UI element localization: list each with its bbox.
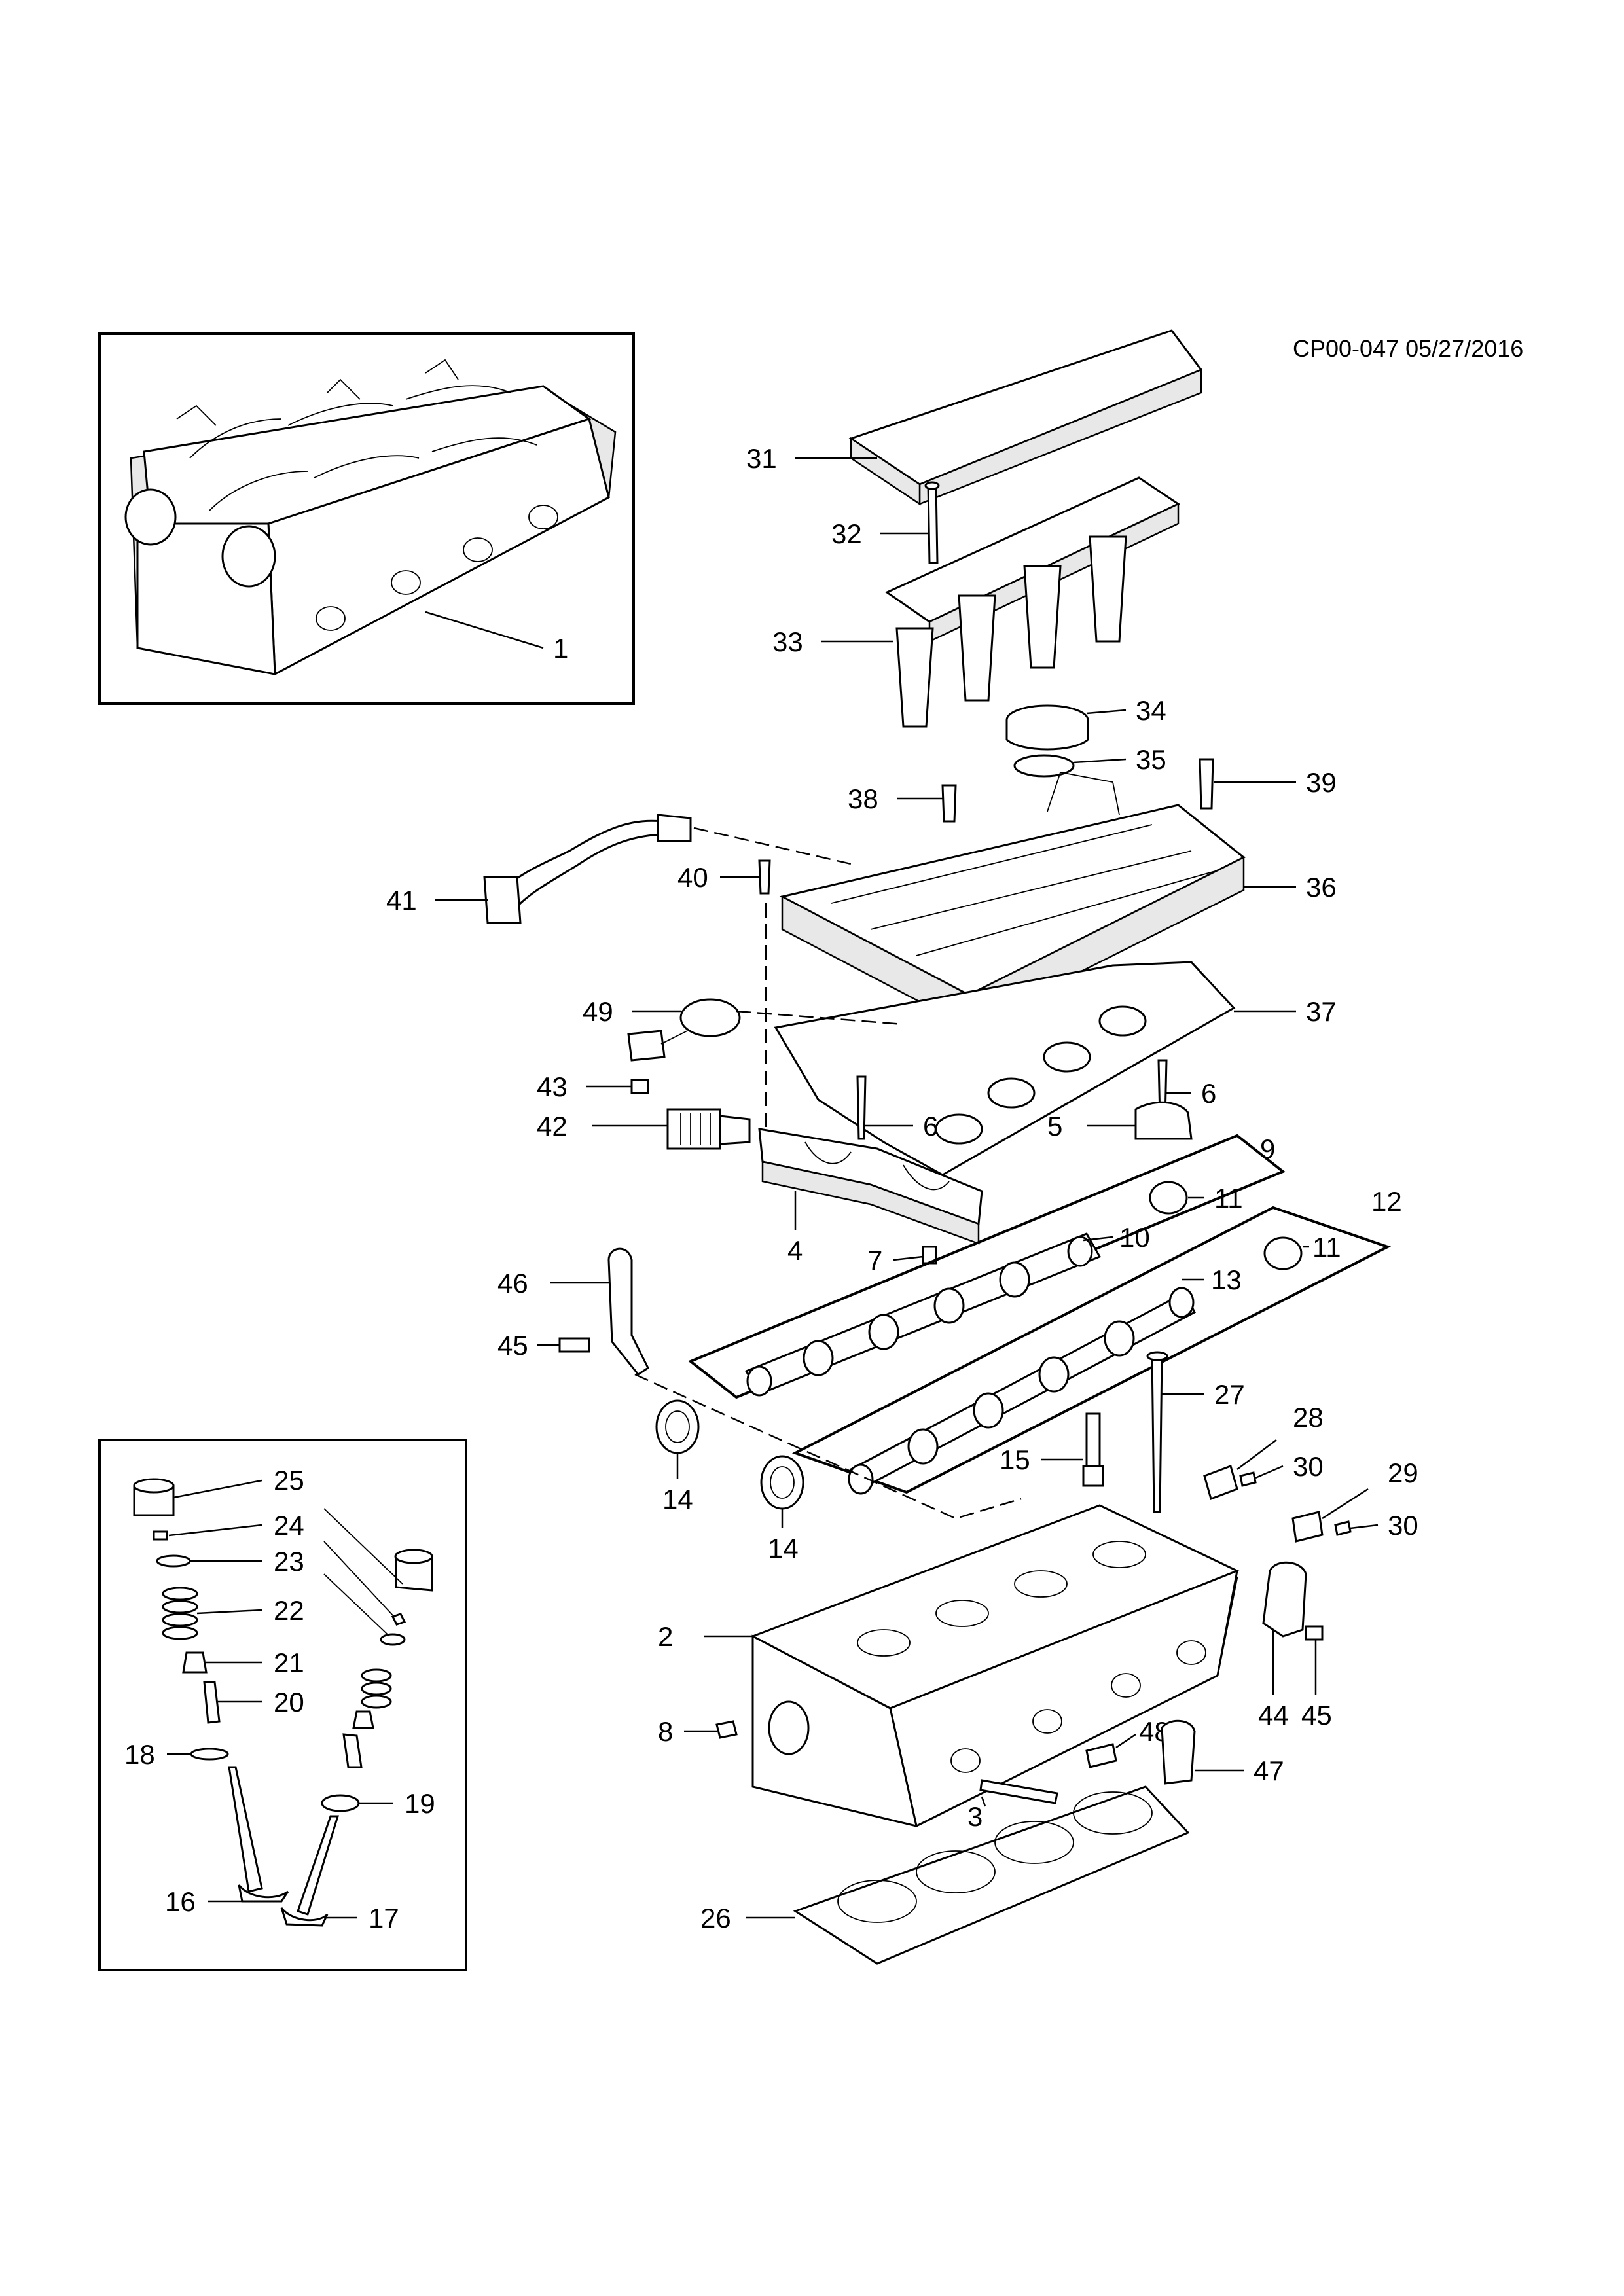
camshaft-cover-gasket [774,961,1236,1176]
callout-34: 34 [1136,695,1166,726]
callout-11-top: 11 [1214,1183,1243,1213]
spark-plug [1082,1412,1104,1487]
callout-31: 31 [746,443,777,474]
callout-20: 20 [274,1687,304,1717]
callout-42: 42 [537,1111,568,1141]
callout-14-left: 14 [662,1484,693,1515]
oil-control-solenoid [666,1108,751,1150]
assembled-cylinder-head-illustration [124,359,617,676]
callout-9: 9 [1260,1134,1275,1164]
sensor-29 [1291,1511,1324,1543]
head-bolt [1151,1354,1163,1513]
callout-32: 32 [831,518,862,549]
callout-39: 39 [1306,767,1337,798]
valvetrain-inset-box [98,1439,467,1971]
bolt-6-left [856,1075,867,1140]
oil-filler-cap [1005,704,1089,751]
callout-40: 40 [677,862,708,893]
callout-38: 38 [848,783,878,814]
bolt-45-left [558,1337,590,1353]
callout-25: 25 [274,1465,304,1496]
leader-1 [425,611,544,649]
bolt-40 [758,859,771,895]
callout-35: 35 [1136,744,1166,775]
bracket-46 [607,1247,649,1376]
callout-7: 7 [867,1245,882,1276]
callout-45-right: 45 [1301,1700,1332,1731]
stud-38 [941,784,957,823]
callout-14-right: 14 [768,1533,799,1564]
callout-45-left: 45 [497,1330,528,1361]
callout-10: 10 [1119,1222,1150,1253]
stud-3 [979,1779,1058,1804]
exhaust-camshaft-box [791,1206,1392,1495]
bearing-cap-5 [1134,1101,1193,1140]
callout-37: 37 [1306,996,1337,1027]
callout-28: 28 [1293,1402,1324,1433]
callout-27: 27 [1214,1379,1245,1410]
callout-30-upper: 30 [1293,1451,1324,1482]
callout-1: 1 [553,633,568,664]
camshaft-position-sensor [627,998,741,1062]
callout-3: 3 [967,1801,983,1832]
temp-sensor-28 [1203,1465,1238,1500]
dowel-7 [922,1246,937,1265]
diagram-reference-code: CP00-047 05/27/2016 [1293,335,1523,362]
callout-41: 41 [386,885,417,916]
callout-16: 16 [165,1886,196,1917]
callout-29: 29 [1388,1458,1418,1488]
callout-13: 13 [1211,1265,1242,1295]
coil-bolt [927,483,939,564]
plug-8 [715,1720,738,1739]
camshaft-box-9 [688,1134,1286,1399]
bolt-43 [630,1079,649,1094]
bolt-30-lower [1334,1520,1352,1536]
sensor-48 [1085,1743,1117,1768]
callout-2: 2 [658,1621,673,1652]
callout-30-lower: 30 [1388,1510,1418,1541]
callout-8: 8 [658,1716,673,1747]
callout-18: 18 [124,1739,155,1770]
callout-6-left: 6 [923,1111,938,1141]
callout-23: 23 [274,1546,304,1577]
bracket-47 [1161,1719,1196,1785]
cylinder-head [750,1504,1240,1828]
cylinder-head-gasket [793,1785,1190,1965]
ignition-coil-pack [884,476,1181,728]
callout-44: 44 [1258,1700,1289,1731]
callout-47: 47 [1254,1755,1284,1786]
breather-hose [483,814,692,924]
callout-22: 22 [274,1595,304,1626]
assembly-inset-box [98,332,635,705]
callout-49: 49 [583,996,613,1027]
callout-12: 12 [1371,1186,1402,1217]
callout-43: 43 [537,1071,568,1102]
oil-cap-seal [1013,754,1075,778]
callout-6-right: 6 [1201,1078,1216,1109]
callout-19: 19 [405,1788,435,1819]
valvetrain-parts-illustration [133,1478,433,1927]
callout-17: 17 [369,1903,399,1933]
camshaft-bearing-carrier [758,1128,983,1245]
callout-33: 33 [772,626,803,657]
bracket-44 [1262,1561,1307,1638]
bolt-30-upper [1239,1471,1257,1487]
callout-24: 24 [274,1510,304,1541]
callout-5: 5 [1047,1111,1062,1141]
intake-camshaft-box [688,1134,1286,1399]
callout-26: 26 [700,1903,731,1933]
ignition-coil-cover [848,329,1203,506]
stud-39 [1199,758,1214,810]
callout-36: 36 [1306,872,1337,903]
callout-11-bottom: 11 [1312,1232,1341,1263]
bolt-45-right [1305,1625,1324,1641]
callout-21: 21 [274,1647,304,1678]
callout-4: 4 [787,1235,803,1266]
callout-46: 46 [497,1268,528,1299]
callout-15: 15 [1000,1444,1030,1475]
